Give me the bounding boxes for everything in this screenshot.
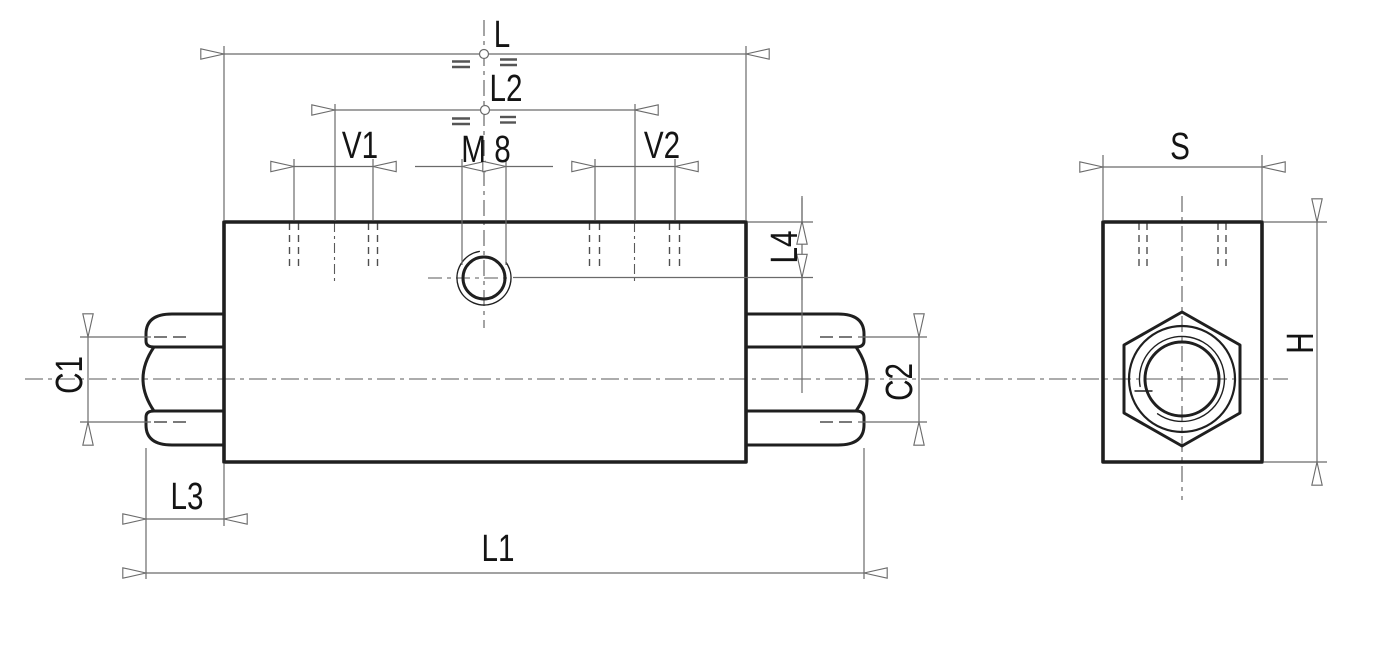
dimension-labels: L L2 V1 M 8 V2 L4 C1 C2 L3 L1 S H: [49, 14, 1322, 570]
dim-label-L2: L2: [490, 68, 523, 110]
centerlines: [25, 20, 1288, 500]
endview-outline: [1101, 220, 1264, 464]
gauge-port-hole: [461, 255, 507, 301]
thin-features: [456, 250, 1237, 434]
dim-label-V2: V2: [644, 125, 680, 167]
symmetry-marker-L2: [479, 104, 491, 116]
dim-label-C2: C2: [879, 363, 921, 401]
dimensions: [80, 46, 1327, 579]
dim-label-S: S: [1170, 126, 1190, 168]
dim-label-L1: L1: [482, 528, 515, 570]
endview-hexagon: [1122, 310, 1242, 448]
endview-chamfer-circle: [1127, 324, 1237, 434]
dim-label-V1: V1: [342, 125, 378, 167]
equality-marks: [452, 58, 517, 126]
dim-label-L4: L4: [764, 231, 806, 264]
dim-label-H: H: [1280, 332, 1322, 353]
dim-label-C1: C1: [49, 356, 91, 394]
symmetry-marker-L: [478, 48, 490, 60]
endview-thread-arc: [1138, 335, 1226, 423]
dim-label-M8: M 8: [461, 129, 510, 171]
main-view: [141, 220, 1264, 464]
left-plug-outline: [141, 312, 226, 447]
dim-label-L: L: [494, 14, 510, 56]
valve-body-outline: [222, 220, 748, 464]
endview-bore-hole: [1143, 340, 1221, 418]
dim-label-L3: L3: [171, 476, 204, 518]
hidden-lines: [154, 223, 1227, 423]
right-plug-outline: [744, 312, 869, 447]
